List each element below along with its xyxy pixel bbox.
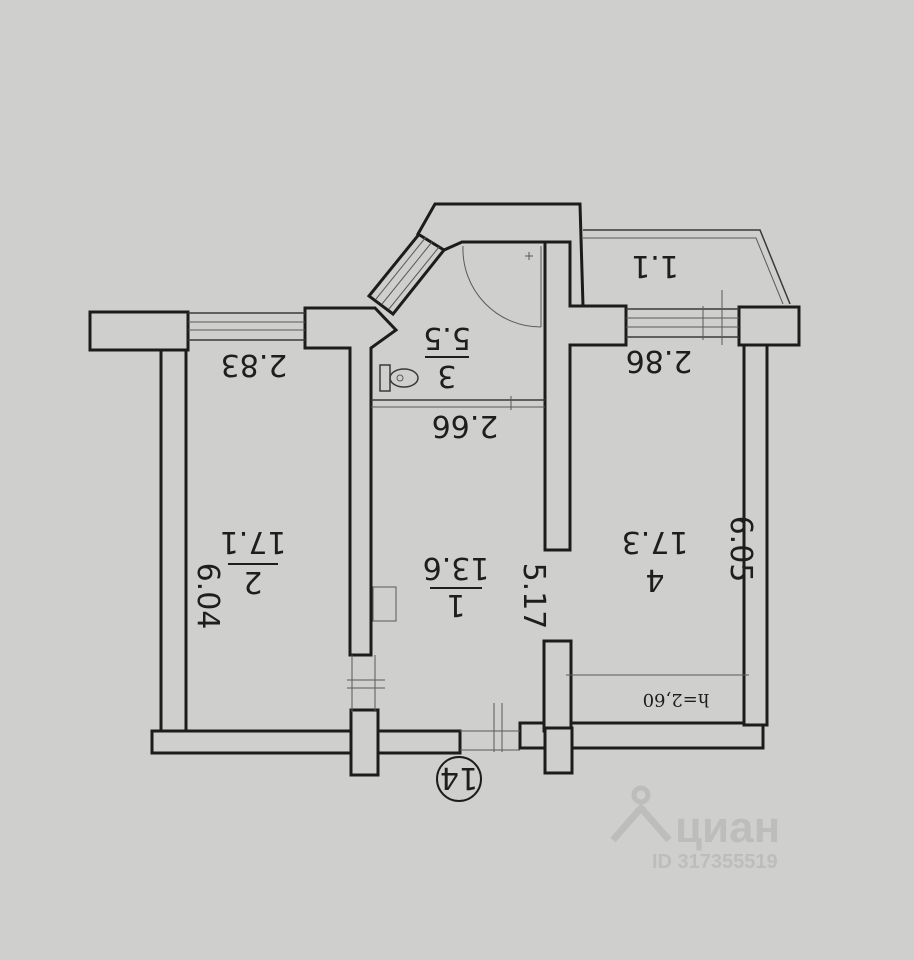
wall-pier-top-right	[737, 305, 801, 347]
room4-area: 17.3	[622, 524, 689, 559]
bath-door-swing	[462, 245, 542, 328]
window-diagonal	[375, 236, 440, 310]
ceiling-height: h=2,60	[643, 689, 710, 710]
apartment-number-badge: 14	[436, 756, 482, 802]
wall-partition-lower	[542, 639, 573, 733]
window-room2	[188, 312, 305, 341]
balcony	[583, 229, 791, 305]
room3-number: 3	[437, 358, 456, 393]
wall-left	[159, 345, 188, 734]
bath-partition-line	[371, 396, 545, 410]
room3-area: 5.5	[423, 320, 471, 355]
room3-label: 3 5.5	[423, 320, 471, 393]
watermark-brand: циан	[675, 803, 780, 852]
room4-number: 4	[645, 562, 664, 597]
balcony-area: 1.1	[631, 248, 679, 283]
room4-label: 4 17.3	[622, 524, 689, 597]
dim-room2-width: 2.83	[221, 347, 288, 382]
room2-area: 17.1	[220, 524, 287, 559]
room2-number: 2	[243, 564, 262, 599]
dim-room1-length: 5.17	[516, 563, 551, 630]
room2-label: 2 17.1	[220, 524, 287, 599]
dim-room4-width: 2.86	[626, 343, 693, 378]
watermark-id: ID 317355519	[652, 851, 778, 873]
window-room4	[626, 290, 739, 345]
dim-room4-length: 6.05	[723, 516, 758, 583]
wall-cross-left	[349, 708, 380, 777]
location-pin-icon	[610, 785, 672, 843]
wall-partition-room2-room1	[303, 306, 399, 657]
room1-label: 1 13.6	[423, 550, 490, 622]
door-room2	[347, 655, 385, 712]
dim-room2-length: 6.04	[190, 563, 225, 630]
wall-cross-right	[543, 726, 574, 775]
wall-pier-top-left	[88, 310, 190, 352]
wall-partition-room1-room4	[543, 240, 628, 552]
dim-bath-width: 2.66	[432, 408, 499, 443]
room1-area: 13.6	[423, 550, 490, 585]
wall-bottom-left	[150, 729, 462, 755]
apartment-number: 14	[440, 760, 478, 795]
watermark: циан ID 317355519	[610, 785, 780, 873]
toilet-icon	[379, 364, 419, 392]
room1-number: 1	[446, 587, 465, 622]
entrance-door	[460, 703, 520, 752]
radiator-icon	[372, 586, 397, 622]
